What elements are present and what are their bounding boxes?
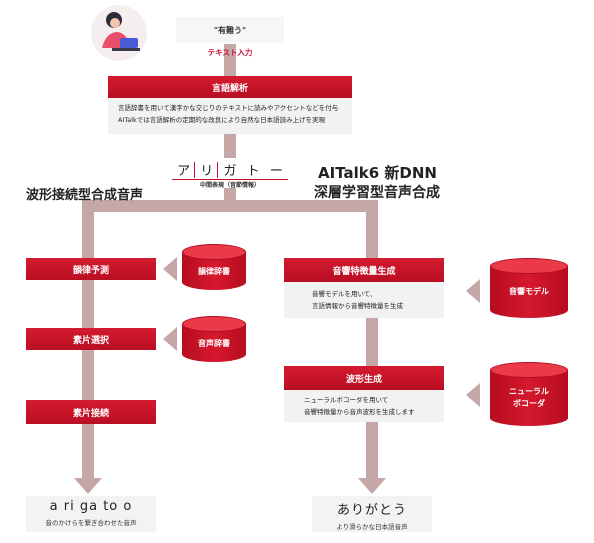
right-step-acoustic-features: 音響特徴量生成 xyxy=(284,258,444,282)
right-heading-line-1: AITalk6 新DNN xyxy=(318,164,437,182)
arrow-left-vocoder xyxy=(466,383,480,407)
flow-line-reading xyxy=(224,188,236,202)
left-step-prosody: 韻律予測 xyxy=(26,258,156,280)
reading-char-4: ト xyxy=(246,163,260,179)
input-label: テキスト入力 xyxy=(207,48,253,57)
analysis-title: 言語解析 xyxy=(108,76,352,98)
arrow-left-prosody-db xyxy=(163,257,177,281)
reading-divider-2 xyxy=(217,162,218,178)
input-quote: "有難う" xyxy=(213,25,247,35)
waveform-desc-line-2: 音響特徴量から音声波形を生成します xyxy=(304,408,415,416)
flow-line-input xyxy=(224,44,236,76)
analysis-description: 言語辞書を用いて漢字かな交じりのテキストに読みやアクセントなどを付与 AITal… xyxy=(108,98,352,134)
avatar xyxy=(90,4,148,62)
right-result: ありがとう より滑らかな日本語音声 xyxy=(312,496,432,532)
left-result: a ri ga to o 音のかけらを繋ぎ合わせた音声 xyxy=(26,496,156,532)
flow-line-analysis xyxy=(224,134,236,160)
arrow-down-right xyxy=(358,478,386,494)
left-result-caption: 音のかけらを繋ぎ合わせた音声 xyxy=(45,519,137,527)
left-step-unit-selection: 素片選択 xyxy=(26,328,156,350)
arrow-left-acoustic-model xyxy=(466,279,480,303)
neural-vocoder-label-line-1: ニューラル xyxy=(509,387,549,396)
reading-char-3: ガ xyxy=(223,163,237,179)
arrow-left-voice-db xyxy=(163,327,177,351)
arrow-down-left xyxy=(74,478,102,494)
neural-vocoder-label: ニューラル ボコーダ xyxy=(490,386,568,410)
reading-underline xyxy=(172,179,288,180)
right-result-caption: より滑らかな日本語音声 xyxy=(336,523,408,531)
neural-vocoder-label-line-2: ボコーダ xyxy=(513,399,545,408)
left-step-unit-concatenation: 素片接続 xyxy=(26,400,156,424)
voice-dictionary-db: 音声辞書 xyxy=(182,316,246,362)
right-step-waveform: 波形生成 xyxy=(284,366,444,390)
analysis-line-2: AITalkでは言語解析の定期的な改良により自然な日本語読み上げを実現 xyxy=(118,116,326,124)
acoustic-desc-line-1: 音響モデルを用いて、 xyxy=(312,290,377,298)
reading-box: ア リ ガ ト ー 中間表現（音節情報） xyxy=(172,158,288,189)
reading-caption: 中間表現（音節情報） xyxy=(199,182,260,189)
acoustic-model-db: 音響モデル xyxy=(490,258,568,318)
flow-branch-horizontal xyxy=(82,200,378,212)
right-step-acoustic-desc: 音響モデルを用いて、 言語情報から音響特徴量を生成 xyxy=(284,282,444,318)
waveform-desc-line-1: ニューラルボコーダを用いて xyxy=(304,396,389,404)
analysis-line-1: 言語辞書を用いて漢字かな交じりのテキストに読みやアクセントなどを付与 xyxy=(118,104,339,112)
reading-divider-1 xyxy=(194,162,195,178)
reading-char-5: ー xyxy=(269,163,283,179)
flow-line-right xyxy=(366,200,378,480)
right-heading-line-2: 深層学習型音声合成 xyxy=(314,185,440,201)
input-quote-box: "有難う" xyxy=(176,17,284,43)
right-step-waveform-desc: ニューラルボコーダを用いて 音響特徴量から音声波形を生成します xyxy=(284,390,444,422)
voice-dictionary-label: 音声辞書 xyxy=(198,339,230,348)
reading-char-1: ア xyxy=(177,163,191,179)
acoustic-model-label: 音響モデル xyxy=(490,286,568,298)
prosody-dictionary-db: 韻律辞書 xyxy=(182,244,246,290)
reading-char-2: リ xyxy=(200,163,214,179)
neural-vocoder-db: ニューラル ボコーダ xyxy=(490,362,568,426)
left-heading: 波形接続型合成音声 xyxy=(26,188,144,203)
prosody-dictionary-label: 韻律辞書 xyxy=(198,267,230,276)
left-result-text: a ri ga to o xyxy=(49,499,133,514)
acoustic-model-label-line-1: 音響モデル xyxy=(509,287,549,296)
right-result-text: ありがとう xyxy=(336,503,407,518)
acoustic-desc-line-2: 言語情報から音響特徴量を生成 xyxy=(312,302,403,310)
